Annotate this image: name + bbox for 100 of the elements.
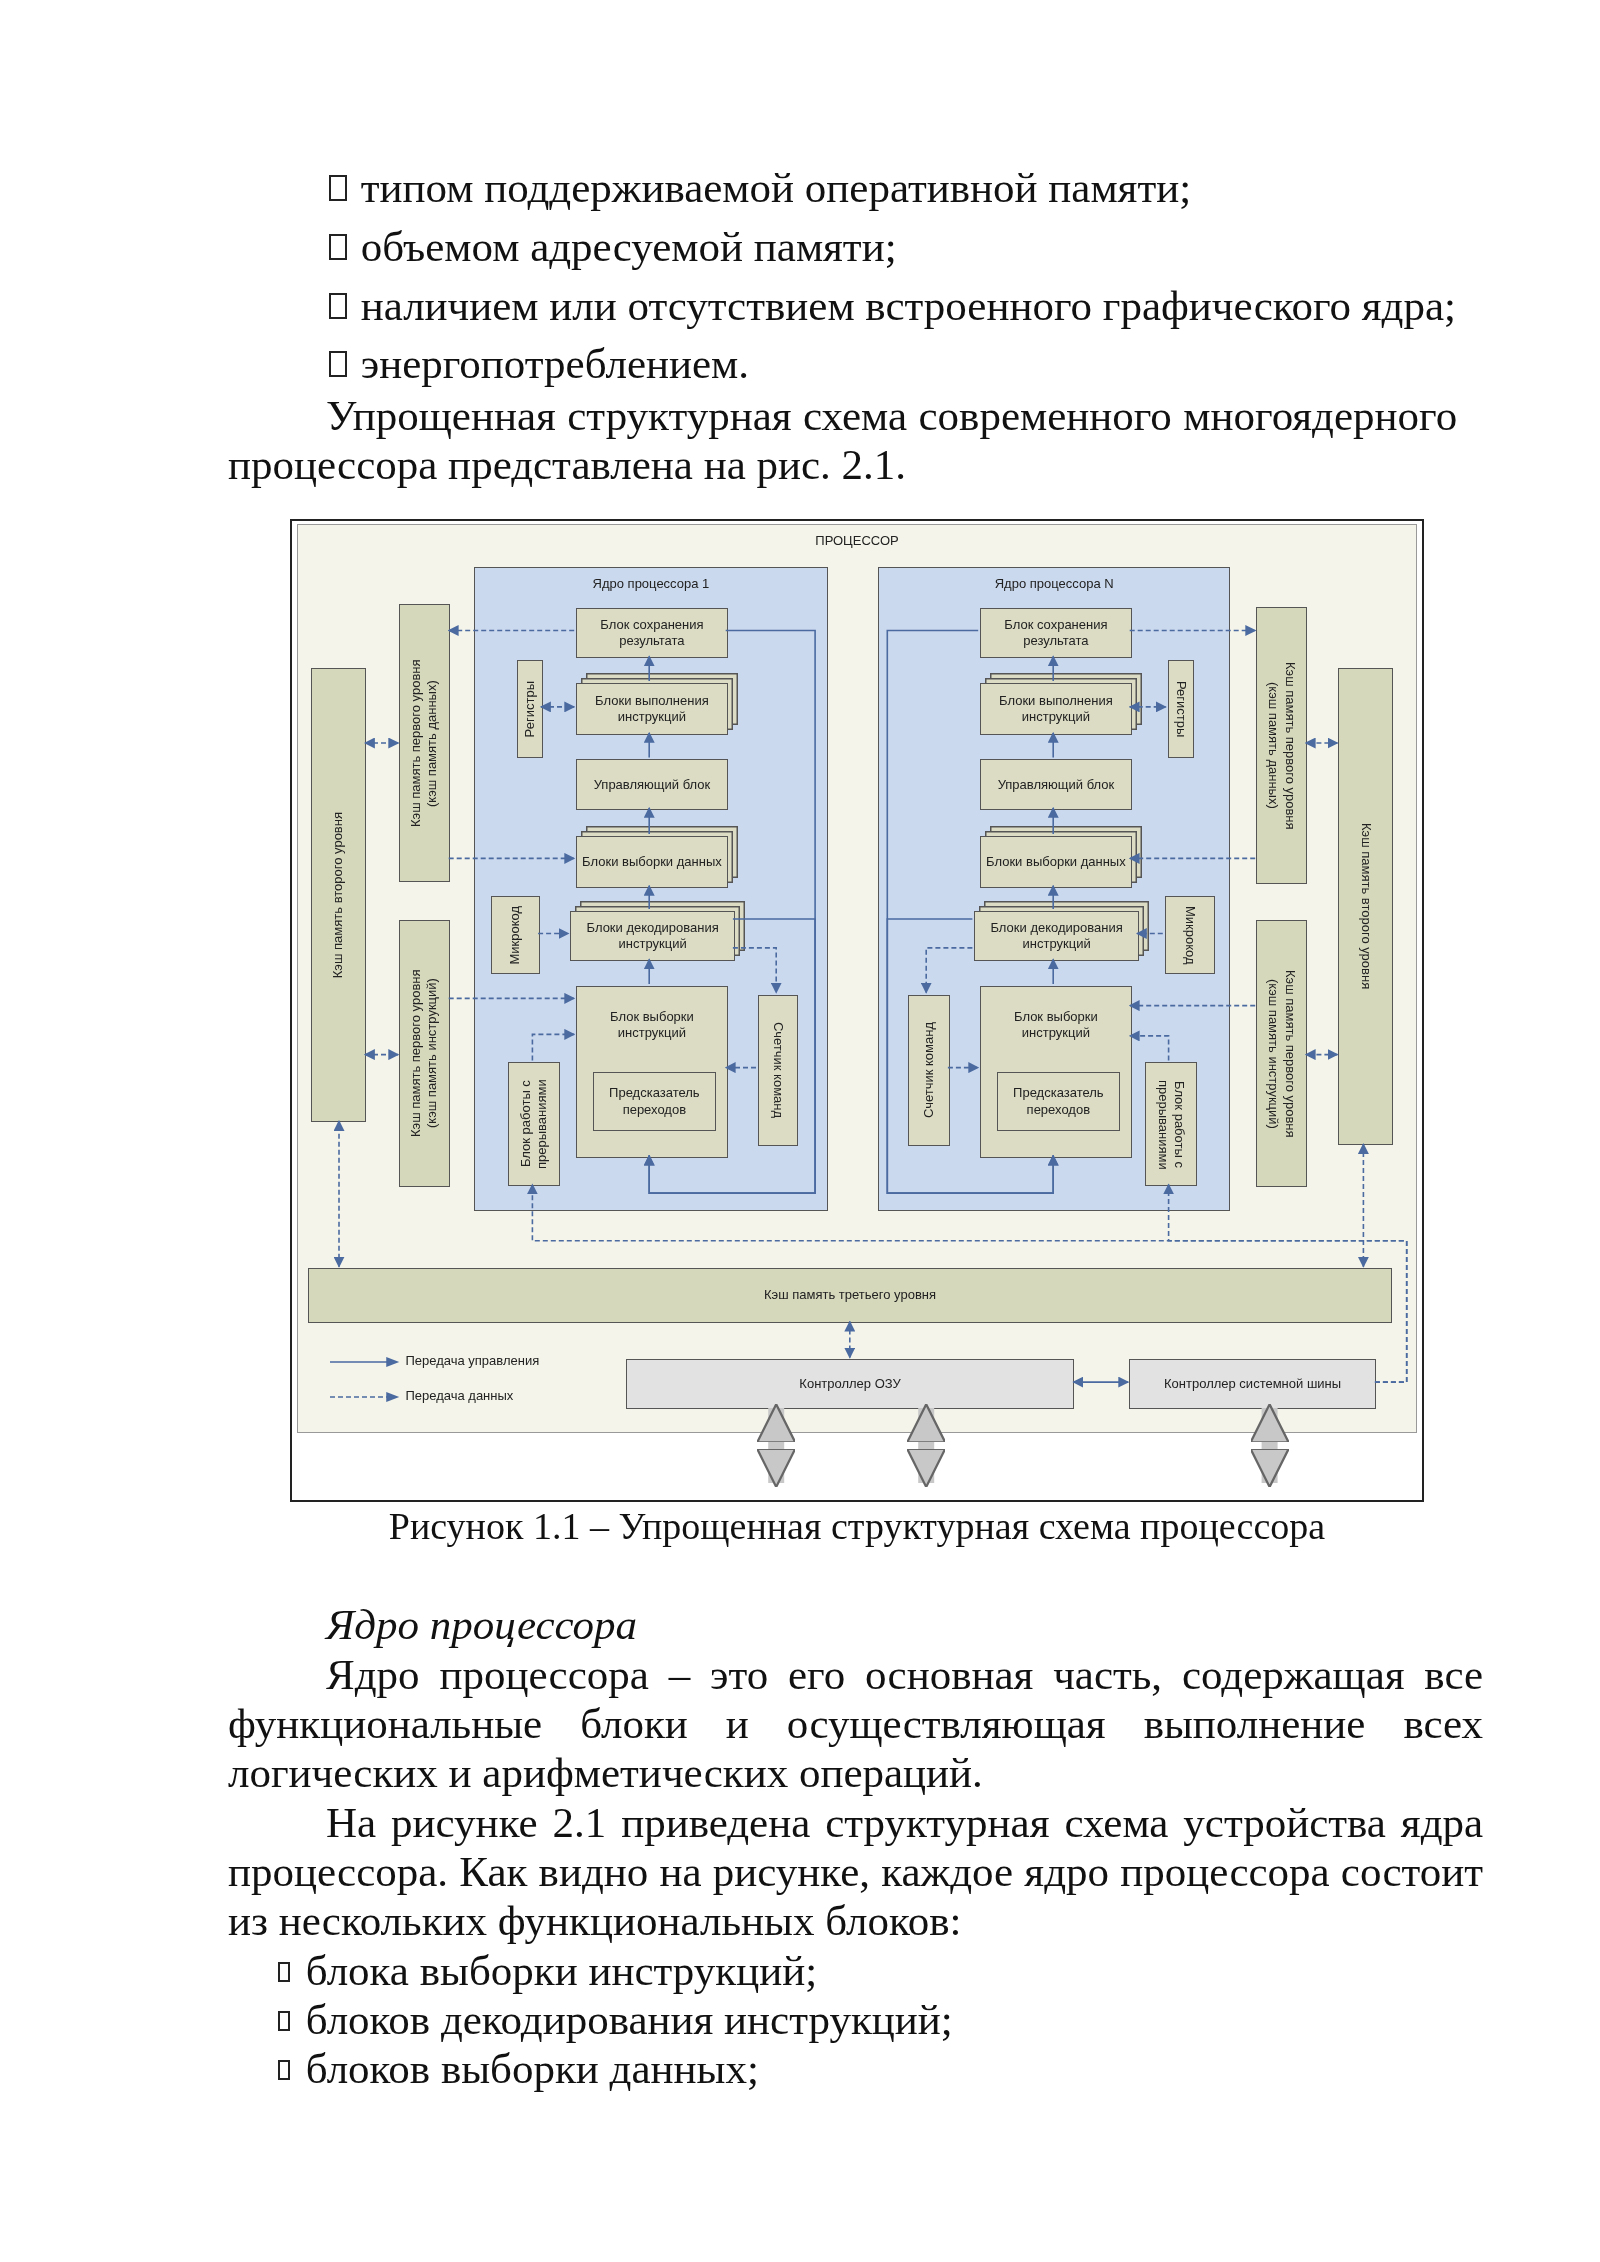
node-label: Блоки выполнения инструкций: [998, 692, 1114, 726]
list-item: объемом адресуемой памяти;: [360, 222, 898, 272]
block-box: [1164, 896, 1216, 975]
node-label: Блок выборки инструкций: [1013, 1008, 1099, 1042]
paragraph: На рисунке 2.1 приведена структурная схема устройства ядра процессора. Как видно на рисунке, каждое ядро процессора состоит из нескольких функциональных блоков:: [227, 1797, 1484, 1945]
core-panel: [474, 566, 828, 1212]
list-item: блоков декодирования инструкций;: [305, 1995, 954, 2045]
arrow: [447, 625, 575, 636]
node-label: Кэш память первого уровня (кэш память инструкций): [1265, 968, 1298, 1140]
core-title: Ядро процессора 1: [592, 575, 710, 592]
arrow: [539, 701, 576, 713]
arrow: [643, 958, 655, 985]
core-panel: [878, 566, 1231, 1212]
block-box: [491, 896, 541, 975]
block-box: [997, 1072, 1120, 1132]
node-label: Блоки декодирования инструкций: [989, 919, 1124, 953]
bus-arrow: [756, 1403, 797, 1489]
block-box: [980, 985, 1132, 1158]
node-label: Счетчик команд: [920, 1022, 937, 1119]
node-label: Блок сохранения результата: [1003, 616, 1109, 650]
node-label: Кэш память первого уровня (кэш память данных): [408, 658, 441, 830]
block-box: [980, 759, 1132, 810]
controller-box: [1129, 1358, 1376, 1410]
bus-arrow: [1249, 1403, 1290, 1489]
arrow: [1047, 655, 1059, 682]
cache-bar: [311, 667, 366, 1122]
arrow: [363, 737, 400, 749]
arrow: [447, 992, 576, 1004]
paragraph: Упрощенная структурная схема современного многоядерного процессора представлена на рис. 2.1.: [227, 390, 1458, 489]
paragraph: Ядро процессора – это его основная часть, содержащая все функциональные блоки и осуществляющая выполнение всех логических и арифметических операций.: [227, 1650, 1484, 1798]
node-label: Блоки выборки данных: [582, 853, 722, 870]
block-box: [757, 994, 799, 1147]
bus-arrow: [906, 1403, 947, 1489]
cache-bar: [308, 1267, 1392, 1323]
arrow: [537, 928, 570, 939]
node-label: Кэш память второго уровня: [1357, 823, 1374, 990]
controller-box: [625, 1358, 1075, 1410]
arrow: [333, 1119, 345, 1268]
node-label: Предсказатель переходов: [608, 1085, 701, 1118]
figure-caption: Рисунок 1.1 – Упрощенная структурная схема процессора: [387, 1503, 1327, 1549]
arrow: [947, 1062, 980, 1074]
legend-label: Передача управления: [405, 1352, 540, 1368]
node-label: Блок работы с прерываниями: [1154, 1078, 1187, 1172]
arrow: [1072, 1376, 1130, 1388]
arrow: [1304, 737, 1339, 749]
list-item: наличием или отсутствием встроенного графического ядра;: [360, 281, 1457, 331]
block-box: [593, 1072, 716, 1132]
cache-bar: [1256, 606, 1307, 884]
node-label: Блоки декодирования инструкций: [585, 919, 720, 953]
node-label: Кэш память второго уровня: [330, 811, 347, 978]
node-label: Предсказатель переходов: [1012, 1085, 1105, 1118]
arrow: [886, 918, 1059, 1194]
block-box: [508, 1062, 561, 1187]
block-box: [1167, 659, 1194, 758]
node-label: Регистры: [521, 680, 538, 738]
arrow: [363, 1049, 400, 1061]
arrow: [531, 1028, 576, 1062]
arrow: [1128, 625, 1257, 636]
block-box: [576, 759, 728, 810]
arrow: [1163, 1183, 1408, 1383]
core-title: Ядро процессора N: [994, 575, 1114, 592]
arrow: [643, 918, 816, 1194]
node-label: Кэш память третьего уровня: [764, 1287, 937, 1304]
cache-bar: [399, 920, 450, 1187]
arrow: [1128, 1030, 1170, 1062]
block-box: [1144, 1062, 1197, 1187]
arrow: [643, 806, 655, 835]
node-label: Блок работы с прерываниями: [518, 1078, 551, 1172]
node-label: Микрокод: [507, 906, 524, 965]
node-label: Блок выборки инструкций: [609, 1008, 695, 1042]
block-box: [908, 994, 950, 1147]
node-label: Контроллер системной шины: [1164, 1375, 1342, 1392]
block-box: [576, 607, 728, 659]
legend-label: Передача данных: [405, 1387, 514, 1403]
arrow: [844, 1320, 856, 1359]
node-label: Блоки выполнения инструкций: [594, 692, 710, 726]
arrow: [732, 947, 782, 994]
list-item: энергопотреблением.: [360, 339, 751, 389]
arrow: [1128, 1000, 1256, 1012]
node-label: Управляющий блок: [593, 776, 711, 793]
arrow: [447, 852, 576, 864]
arrow: [1357, 1143, 1369, 1268]
panel-title: ПРОЦЕССОР: [815, 532, 899, 549]
list-item: типом поддерживаемой оперативной памяти;: [360, 163, 1193, 212]
node-label: Кэш память первого уровня (кэш память данных): [1265, 660, 1298, 832]
arrow: [724, 1062, 757, 1074]
node-label: Счетчик команд: [770, 1022, 787, 1119]
cache-bar: [1256, 920, 1307, 1187]
arrow: [643, 884, 655, 910]
section-heading: Ядро процессора: [326, 1600, 638, 1649]
cache-bar: [399, 604, 450, 883]
node-label: Регистры: [1172, 680, 1189, 738]
node-label: Контроллер ОЗУ: [799, 1375, 901, 1392]
arrow: [643, 731, 655, 759]
block-box: [980, 607, 1132, 659]
node-label: Кэш память первого уровня (кэш память инструкций): [408, 968, 441, 1140]
node-label: Блоки выборки данных: [986, 853, 1126, 870]
arrow: [1047, 958, 1059, 985]
arrow: [1135, 928, 1164, 939]
cache-bar: [1338, 667, 1394, 1146]
